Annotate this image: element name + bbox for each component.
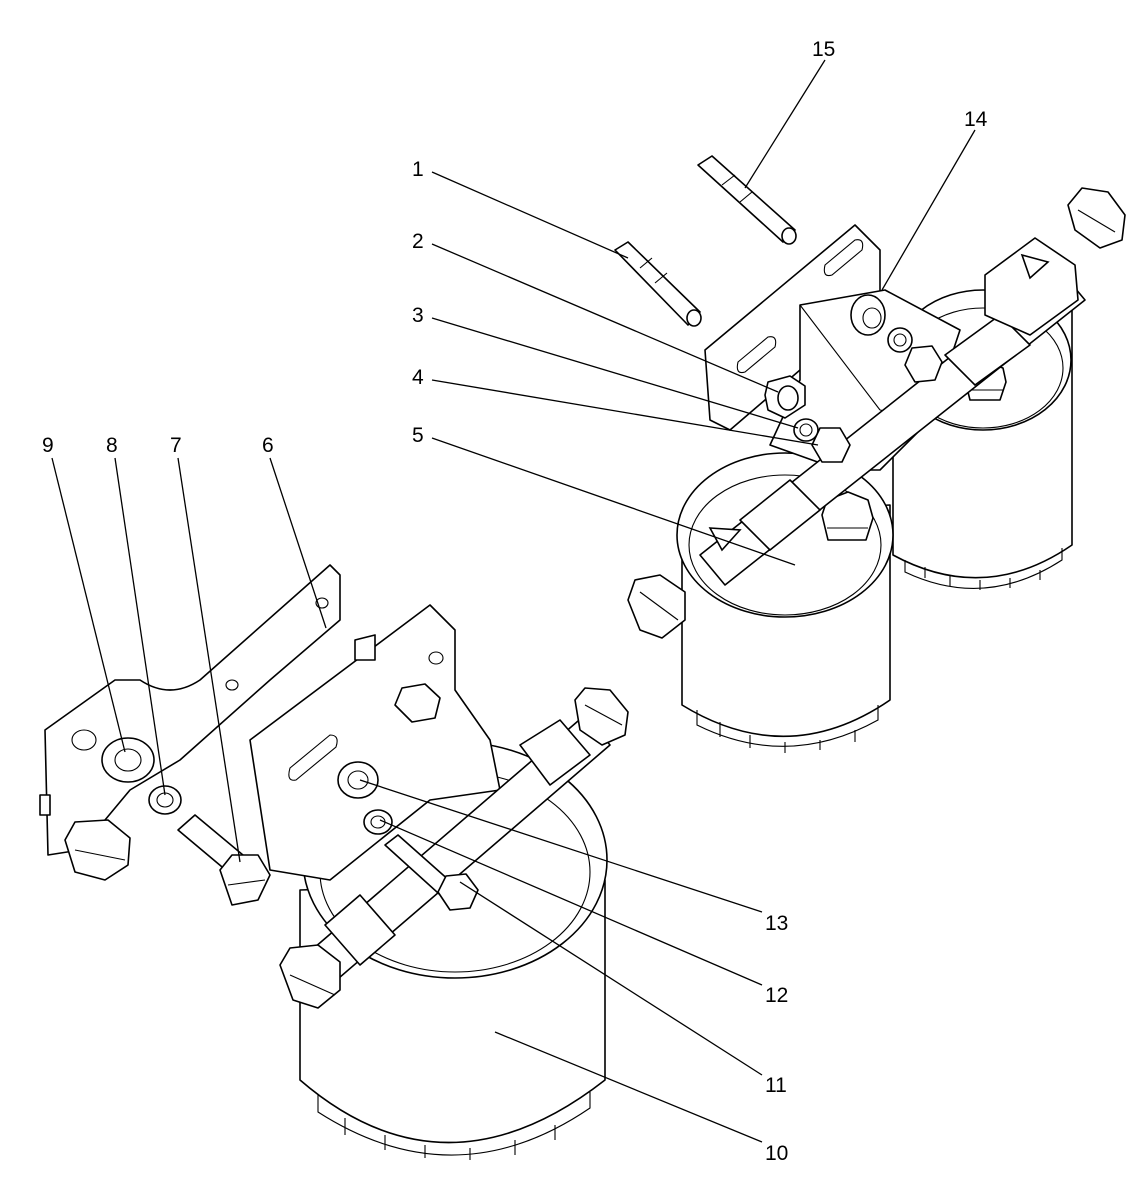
studs — [614, 155, 797, 327]
leader-1 — [431, 171, 629, 259]
upper-filter-assembly — [614, 155, 1126, 753]
callout-9: 9 — [42, 434, 54, 457]
callout-5: 5 — [412, 424, 424, 447]
leader-2 — [431, 243, 779, 393]
callout-14: 14 — [964, 108, 988, 131]
leader-10 — [494, 1031, 763, 1143]
leader-15 — [744, 59, 826, 189]
leader-14 — [881, 129, 976, 291]
callout-13: 13 — [765, 912, 788, 935]
callout-11: 11 — [765, 1074, 787, 1097]
callout-labels: 1 2 3 4 5 6 7 8 9 10 11 12 13 14 15 — [42, 38, 988, 1165]
callout-8: 8 — [106, 434, 118, 457]
callout-7: 7 — [170, 434, 182, 457]
callout-15: 15 — [812, 38, 835, 61]
leader-9 — [51, 457, 126, 753]
leader-11 — [459, 881, 763, 1076]
leader-3 — [431, 317, 799, 429]
lower-filter-assembly — [39, 564, 629, 1160]
leader-7 — [177, 457, 241, 863]
bracket-fasteners — [39, 737, 271, 906]
callout-12: 12 — [765, 984, 788, 1007]
callout-4: 4 — [412, 366, 424, 389]
leader-6 — [269, 457, 327, 629]
callout-10: 10 — [765, 1142, 788, 1165]
callout-2: 2 — [412, 230, 424, 253]
upper-small-parts — [764, 294, 943, 463]
lower-filter-head — [249, 604, 501, 881]
callout-6: 6 — [262, 434, 274, 457]
leader-5 — [431, 437, 796, 566]
leader-13 — [359, 779, 763, 913]
lower-mounting-bracket — [44, 564, 341, 856]
leader-4 — [431, 379, 819, 446]
lower-small-parts — [337, 761, 479, 911]
leader-12 — [379, 819, 763, 986]
leader-8 — [114, 457, 166, 796]
upper-through-tube — [627, 187, 1126, 639]
callout-1: 1 — [412, 158, 424, 181]
leader-lines — [51, 59, 976, 1143]
callout-3: 3 — [412, 304, 424, 327]
